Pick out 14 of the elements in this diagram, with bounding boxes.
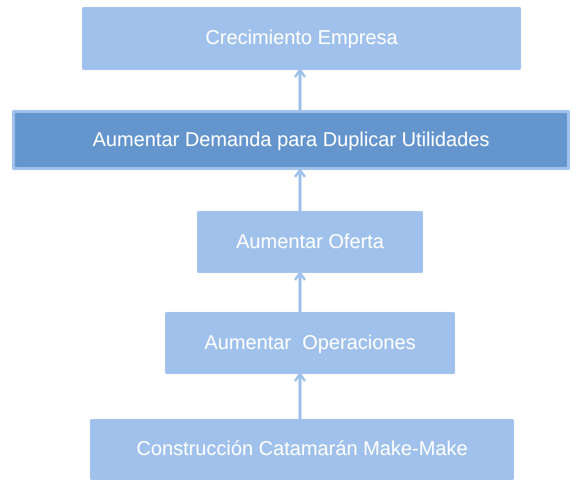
process-box xyxy=(165,312,455,374)
box-label: Aumentar Oferta xyxy=(236,230,384,254)
arrow xyxy=(294,272,306,312)
box-label: Aumentar Operaciones xyxy=(204,332,416,354)
process-box xyxy=(12,110,570,170)
box-label: Crecimiento Empresa xyxy=(205,27,398,50)
process-box xyxy=(197,211,423,273)
arrow xyxy=(294,68,306,110)
arrow xyxy=(294,372,306,419)
process-box xyxy=(82,7,521,70)
process-box xyxy=(90,419,514,480)
box-label: Aumentar Demanda para Duplicar Utilidades xyxy=(92,128,490,152)
arrow xyxy=(294,168,306,211)
box-label: Construcción Catamarán Make-Make xyxy=(136,438,468,461)
